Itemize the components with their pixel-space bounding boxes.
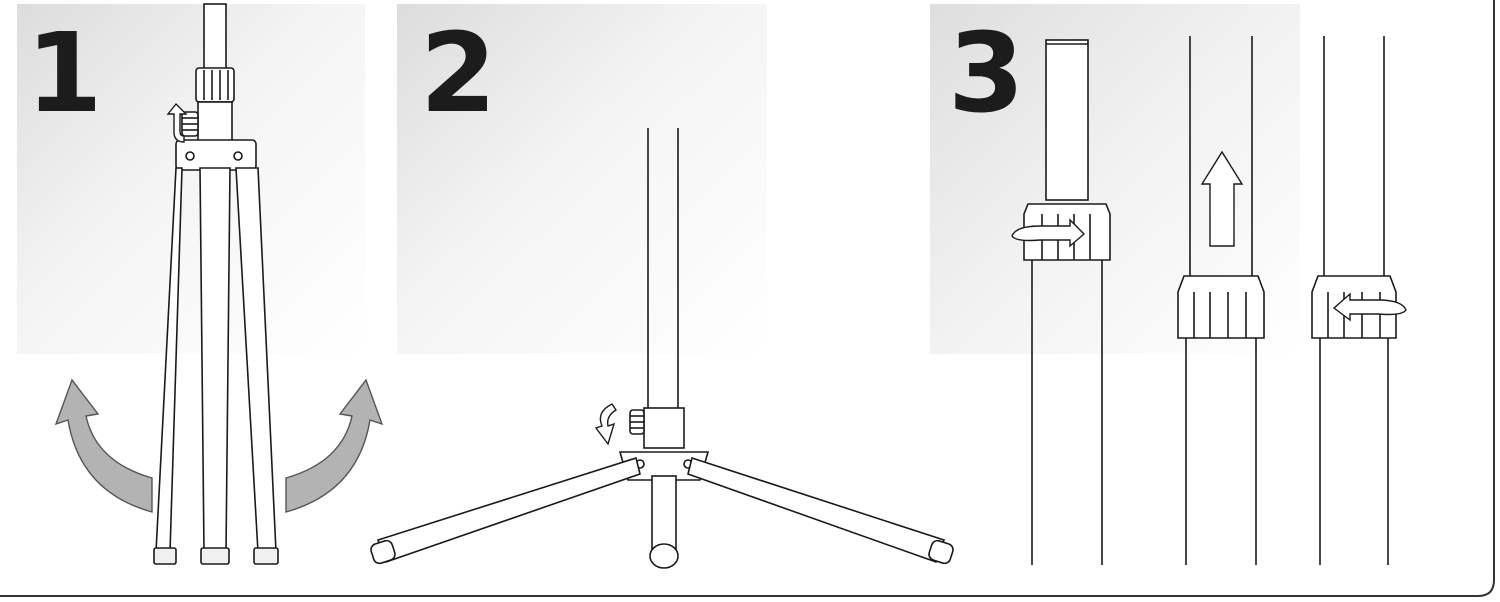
step-number-1: 1	[26, 9, 103, 137]
twist-arrow-icon	[1332, 292, 1407, 322]
panel-2-background	[397, 4, 767, 354]
panel-1-background	[17, 4, 365, 354]
curved-arrow-icon-left	[54, 378, 153, 513]
panel-1-tripod-folded	[153, 3, 279, 565]
step-number-3: 3	[948, 9, 1025, 137]
curved-arrow-icon-right	[285, 378, 384, 513]
step-number-2: 2	[420, 9, 497, 137]
panel-3-pole-extend	[1023, 36, 1397, 565]
up-arrow-icon	[1200, 150, 1244, 247]
rotate-arrow-icon	[594, 403, 617, 446]
panel-2-tripod-spread	[370, 128, 954, 569]
rotate-arrow-icon	[166, 102, 188, 143]
twist-arrow-icon	[1011, 218, 1086, 248]
